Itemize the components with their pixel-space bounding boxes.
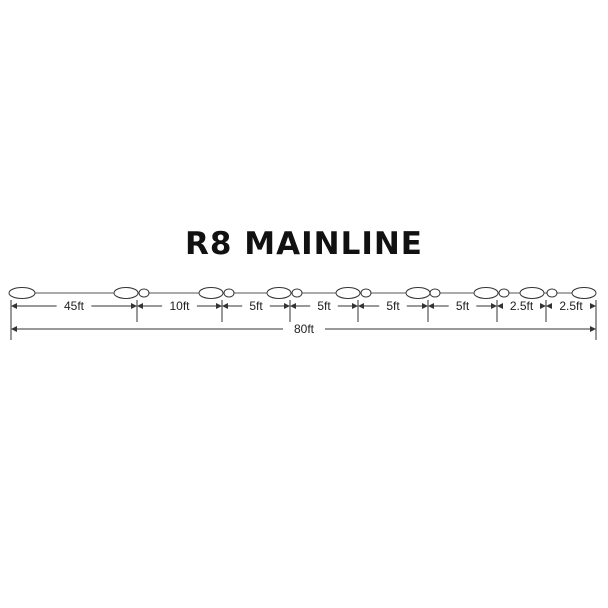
segment-dimension: 5ft: [222, 299, 290, 313]
float-small: [429, 288, 441, 298]
segment-dimension: 45ft: [11, 299, 137, 313]
segment-length-label: 10ft: [169, 299, 190, 313]
float-small: [291, 288, 303, 298]
float-large: [113, 287, 139, 299]
float-small: [498, 288, 510, 298]
segment-dimension: 2.5ft: [497, 299, 546, 313]
segment-length-label: 5ft: [386, 299, 400, 313]
float-large: [266, 287, 292, 299]
segment-length-label: 5ft: [456, 299, 470, 313]
segment-length-label: 5ft: [249, 299, 263, 313]
float-small: [223, 288, 235, 298]
segment-length-label: 2.5ft: [510, 299, 534, 313]
float-large: [335, 287, 361, 299]
float-small: [360, 288, 372, 298]
float-large: [571, 287, 597, 299]
segment-length-label: 5ft: [317, 299, 331, 313]
segment-dimension: 5ft: [358, 299, 428, 313]
segment-dimension: 5ft: [428, 299, 497, 313]
segment-dimension: 2.5ft: [546, 299, 596, 313]
segment-length-label: 2.5ft: [559, 299, 583, 313]
segment-length-label: 45ft: [64, 299, 85, 313]
float-large: [8, 287, 36, 299]
float-large: [473, 287, 499, 299]
segment-dimensions: 45ft 10ft 5ft 5ft 5ft 5ft 2.5ft 2.5ft: [10, 299, 597, 322]
segment-dimension: 10ft: [137, 299, 222, 313]
float-small: [546, 288, 558, 298]
float-large: [198, 287, 224, 299]
float-large: [519, 287, 545, 299]
diagram-title: R8 MAINLINE: [185, 226, 423, 262]
floats: [8, 287, 597, 299]
float-small: [138, 288, 150, 298]
total-length-label: 80ft: [294, 322, 315, 336]
total-dimension: 80ft: [10, 320, 597, 340]
segment-dimension: 5ft: [290, 299, 358, 313]
float-large: [405, 287, 431, 299]
